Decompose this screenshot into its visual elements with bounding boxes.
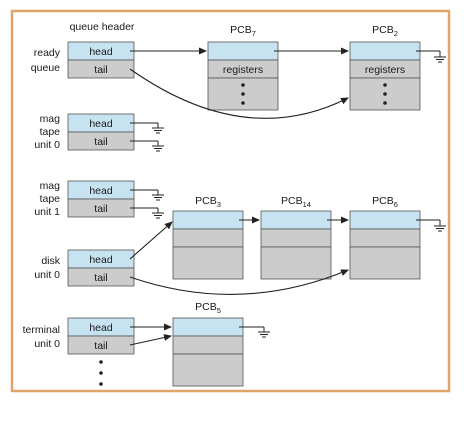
- pcb-body: [349, 246, 421, 280]
- pcb-label: PCB5: [195, 301, 221, 315]
- queue-label: terminal: [23, 324, 60, 336]
- head-field-label: head: [89, 254, 113, 266]
- queue-label: mag: [40, 113, 61, 125]
- arrow-disk-head-to-pcb3: [129, 221, 173, 260]
- tail-field-label: tail: [94, 64, 107, 76]
- arrow-ready-tail-to-pcb2: [129, 68, 349, 119]
- null-ground-icon: [239, 326, 270, 338]
- pcb-7: PCB7 registers: [207, 24, 279, 111]
- pcb-label: PCB3: [195, 195, 221, 209]
- null-pointers: [130, 50, 446, 338]
- pcb-label: PCB7: [230, 24, 256, 38]
- arrow-terminal-tail-to-pcb5: [129, 334, 172, 346]
- pcb-middle-field: [260, 228, 332, 248]
- pcb-top-field: [207, 41, 279, 61]
- queue-label: mag: [40, 180, 61, 192]
- pcb-label: PCB14: [281, 195, 311, 209]
- pcb-14: PCB14: [260, 195, 332, 280]
- queue-label: unit 0: [34, 338, 60, 350]
- queue-label: unit 0: [34, 269, 60, 281]
- queue-ready: ready queue head tail: [31, 41, 135, 79]
- pcb-middle-field: [172, 335, 244, 355]
- null-ground-icon: [130, 122, 164, 134]
- queue-terminal-unit-0: terminal unit 0 head tail: [23, 317, 135, 355]
- null-ground-icon: [416, 219, 446, 232]
- head-field-label: head: [89, 185, 113, 197]
- null-ground-icon: [130, 140, 164, 152]
- pcb-top-field: [349, 210, 421, 230]
- tail-field-label: tail: [94, 340, 107, 352]
- pcb-3: PCB3: [172, 195, 244, 280]
- queue-label: unit 0: [34, 139, 60, 151]
- pcb-body: [172, 353, 244, 387]
- null-ground-icon: [130, 189, 164, 201]
- pcb-body: [260, 246, 332, 280]
- null-ground-icon: [130, 207, 164, 219]
- pcb-registers-label: registers: [223, 64, 263, 76]
- arrow-disk-tail-to-pcb6: [129, 269, 349, 295]
- null-ground-icon: [416, 50, 446, 63]
- pcb-2: PCB2 registers: [349, 24, 421, 111]
- pcb-top-field: [172, 210, 244, 230]
- pcb-top-field: [260, 210, 332, 230]
- queue-label: tape: [40, 126, 61, 138]
- tail-field-label: tail: [94, 272, 107, 284]
- queue-label: queue: [31, 62, 60, 74]
- pcb-6: PCB6: [349, 195, 421, 280]
- queue-label: tape: [40, 193, 61, 205]
- head-field-label: head: [89, 46, 113, 58]
- pcb-middle-field: [172, 228, 244, 248]
- pcb-label: PCB2: [372, 24, 398, 38]
- pcb-5: PCB5: [172, 301, 244, 387]
- queue-label: unit 1: [34, 206, 60, 218]
- tail-field-label: tail: [94, 203, 107, 215]
- head-field-label: head: [89, 118, 113, 130]
- queue-disk-unit-0: disk unit 0 head tail: [34, 249, 135, 287]
- queue-label: ready: [34, 47, 61, 59]
- queue-header-label: queue header: [70, 21, 135, 33]
- tail-field: [67, 59, 135, 79]
- queue-label: disk: [41, 255, 60, 267]
- pcb-top-field: [349, 41, 421, 61]
- tail-field: [67, 267, 135, 287]
- pcb-middle-field: [349, 228, 421, 248]
- pcb-label: PCB6: [372, 195, 398, 209]
- head-field-label: head: [89, 322, 113, 334]
- queue-mag-tape-unit-0: mag tape unit 0 head tail: [34, 113, 135, 151]
- pcb-top-field: [172, 317, 244, 337]
- pointer-arrows: [129, 47, 349, 346]
- queue-mag-tape-unit-1: mag tape unit 1 head tail: [34, 180, 135, 218]
- tail-field: [67, 335, 135, 355]
- diagram-frame: [10, 9, 451, 393]
- tail-field-label: tail: [94, 136, 107, 148]
- pcb-body: [172, 246, 244, 280]
- continuation-dots: [99, 360, 103, 386]
- pcb-registers-label: registers: [365, 64, 405, 76]
